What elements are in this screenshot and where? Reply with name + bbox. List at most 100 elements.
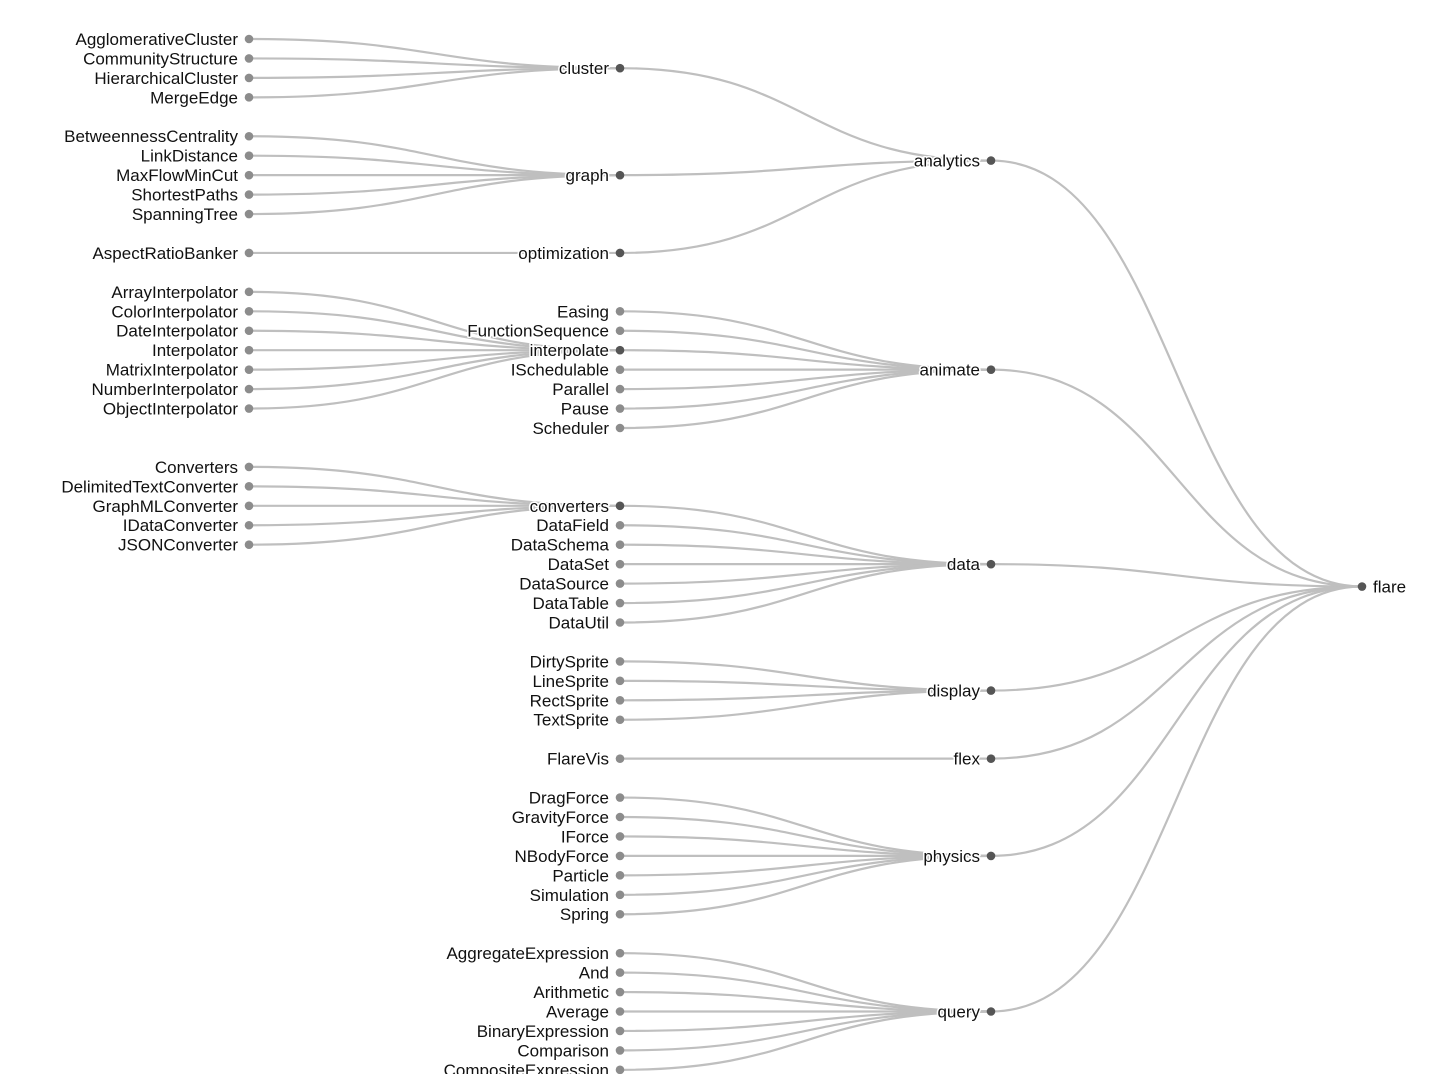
node-betweennesscentrality[interactable]: BetweennessCentrality: [63, 126, 254, 148]
node-dot[interactable]: [986, 365, 996, 374]
node-dot[interactable]: [244, 190, 254, 199]
node-dot[interactable]: [244, 384, 254, 394]
node-numberinterpolator[interactable]: NumberInterpolator: [90, 379, 254, 401]
node-physics[interactable]: physics: [922, 845, 996, 867]
node-dot[interactable]: [244, 170, 254, 180]
node-colorinterpolator[interactable]: ColorInterpolator: [110, 301, 254, 323]
node-dot[interactable]: [615, 559, 625, 569]
node-dot[interactable]: [244, 209, 254, 219]
node-mergeedge[interactable]: MergeEdge: [149, 87, 254, 109]
node-dot[interactable]: [244, 482, 254, 491]
node-graph[interactable]: graph: [564, 165, 625, 187]
node-dot[interactable]: [615, 754, 625, 763]
node-dot[interactable]: [615, 248, 625, 258]
node-dot[interactable]: [244, 345, 254, 355]
node-graphmlconverter[interactable]: GraphMLConverter: [91, 495, 254, 517]
node-nbodyforce[interactable]: NBodyForce: [513, 845, 625, 867]
node-interpolate[interactable]: interpolate: [528, 340, 625, 362]
node-dot[interactable]: [244, 151, 254, 160]
node-dot[interactable]: [615, 968, 625, 977]
node-dot[interactable]: [615, 326, 625, 336]
node-spanningtree[interactable]: SpanningTree: [130, 204, 254, 226]
node-comparison[interactable]: Comparison: [516, 1040, 625, 1062]
node-dot[interactable]: [244, 34, 254, 44]
node-dot[interactable]: [244, 93, 254, 102]
node-dot[interactable]: [615, 793, 625, 802]
node-flare[interactable]: flare: [1357, 576, 1408, 598]
node-datafield[interactable]: DataField: [535, 515, 625, 537]
node-agglomerativecluster[interactable]: AgglomerativeCluster: [74, 28, 254, 50]
node-dot[interactable]: [615, 1065, 625, 1074]
node-cluster[interactable]: cluster: [557, 58, 625, 80]
node-dot[interactable]: [615, 365, 625, 374]
node-dot[interactable]: [615, 987, 625, 997]
node-dot[interactable]: [615, 63, 625, 73]
node-aspectratiobanker[interactable]: AspectRatioBanker: [91, 242, 254, 264]
node-dateinterpolator[interactable]: DateInterpolator: [115, 320, 254, 342]
node-particle[interactable]: Particle: [551, 865, 625, 887]
node-spring[interactable]: Spring: [558, 904, 625, 926]
node-shortestpaths[interactable]: ShortestPaths: [130, 184, 254, 206]
node-dot[interactable]: [615, 1046, 625, 1055]
node-jsonconverter[interactable]: JSONConverter: [117, 534, 254, 556]
node-datautil[interactable]: DataUtil: [547, 612, 625, 634]
node-dot[interactable]: [615, 890, 625, 900]
node-dot[interactable]: [615, 715, 625, 725]
node-scheduler[interactable]: Scheduler: [531, 417, 625, 439]
node-dot[interactable]: [244, 326, 254, 336]
node-analytics[interactable]: analytics: [912, 150, 996, 172]
node-dot[interactable]: [244, 307, 254, 316]
node-dot[interactable]: [615, 598, 625, 608]
node-dot[interactable]: [615, 948, 625, 958]
node-objectinterpolator[interactable]: ObjectInterpolator: [101, 398, 254, 420]
node-easing[interactable]: Easing: [556, 301, 625, 323]
node-dot[interactable]: [615, 871, 625, 880]
node-dot[interactable]: [1357, 582, 1367, 591]
node-dot[interactable]: [244, 73, 254, 83]
node-dataschema[interactable]: DataSchema: [509, 534, 625, 556]
node-dot[interactable]: [615, 579, 625, 588]
node-binaryexpression[interactable]: BinaryExpression: [475, 1020, 625, 1042]
node-dot[interactable]: [615, 657, 625, 666]
node-dot[interactable]: [615, 851, 625, 861]
node-dragforce[interactable]: DragForce: [527, 787, 625, 809]
node-dot[interactable]: [986, 851, 996, 861]
node-optimization[interactable]: optimization: [517, 242, 625, 264]
node-pause[interactable]: Pause: [559, 398, 625, 420]
node-dot[interactable]: [615, 170, 625, 180]
node-rectsprite[interactable]: RectSprite: [528, 690, 625, 712]
node-gravityforce[interactable]: GravityForce: [510, 806, 625, 828]
node-dirtysprite[interactable]: DirtySprite: [528, 651, 625, 673]
node-dot[interactable]: [615, 909, 625, 919]
node-communitystructure[interactable]: CommunityStructure: [82, 48, 254, 70]
node-simulation[interactable]: Simulation: [528, 884, 625, 906]
node-maxflowmincut[interactable]: MaxFlowMinCut: [115, 165, 254, 187]
node-animate[interactable]: animate: [918, 359, 996, 381]
node-dot[interactable]: [615, 618, 625, 627]
node-converters[interactable]: converters: [528, 495, 625, 517]
node-linesprite[interactable]: LineSprite: [531, 670, 625, 692]
node-dot[interactable]: [615, 1026, 625, 1036]
node-dot[interactable]: [244, 540, 254, 549]
node-interpolator[interactable]: Interpolator: [151, 340, 254, 362]
node-converters[interactable]: Converters: [153, 456, 254, 478]
node-hierarchicalcluster[interactable]: HierarchicalCluster: [93, 67, 254, 89]
node-textsprite[interactable]: TextSprite: [532, 709, 625, 731]
node-dot[interactable]: [244, 520, 254, 530]
node-dot[interactable]: [986, 1007, 996, 1016]
node-dot[interactable]: [615, 307, 625, 316]
node-dot[interactable]: [244, 462, 254, 472]
node-matrixinterpolator[interactable]: MatrixInterpolator: [104, 359, 254, 381]
node-datasource[interactable]: DataSource: [518, 573, 625, 595]
node-dot[interactable]: [615, 384, 625, 394]
node-dot[interactable]: [615, 501, 625, 511]
node-dataset[interactable]: DataSet: [546, 554, 625, 576]
node-dot[interactable]: [986, 156, 996, 165]
node-dot[interactable]: [615, 520, 625, 530]
node-dot[interactable]: [615, 1007, 625, 1016]
node-dot[interactable]: [986, 686, 996, 695]
node-and[interactable]: And: [577, 962, 625, 984]
node-dot[interactable]: [615, 832, 625, 841]
node-delimitedtextconverter[interactable]: DelimitedTextConverter: [60, 476, 254, 498]
node-parallel[interactable]: Parallel: [551, 379, 625, 401]
